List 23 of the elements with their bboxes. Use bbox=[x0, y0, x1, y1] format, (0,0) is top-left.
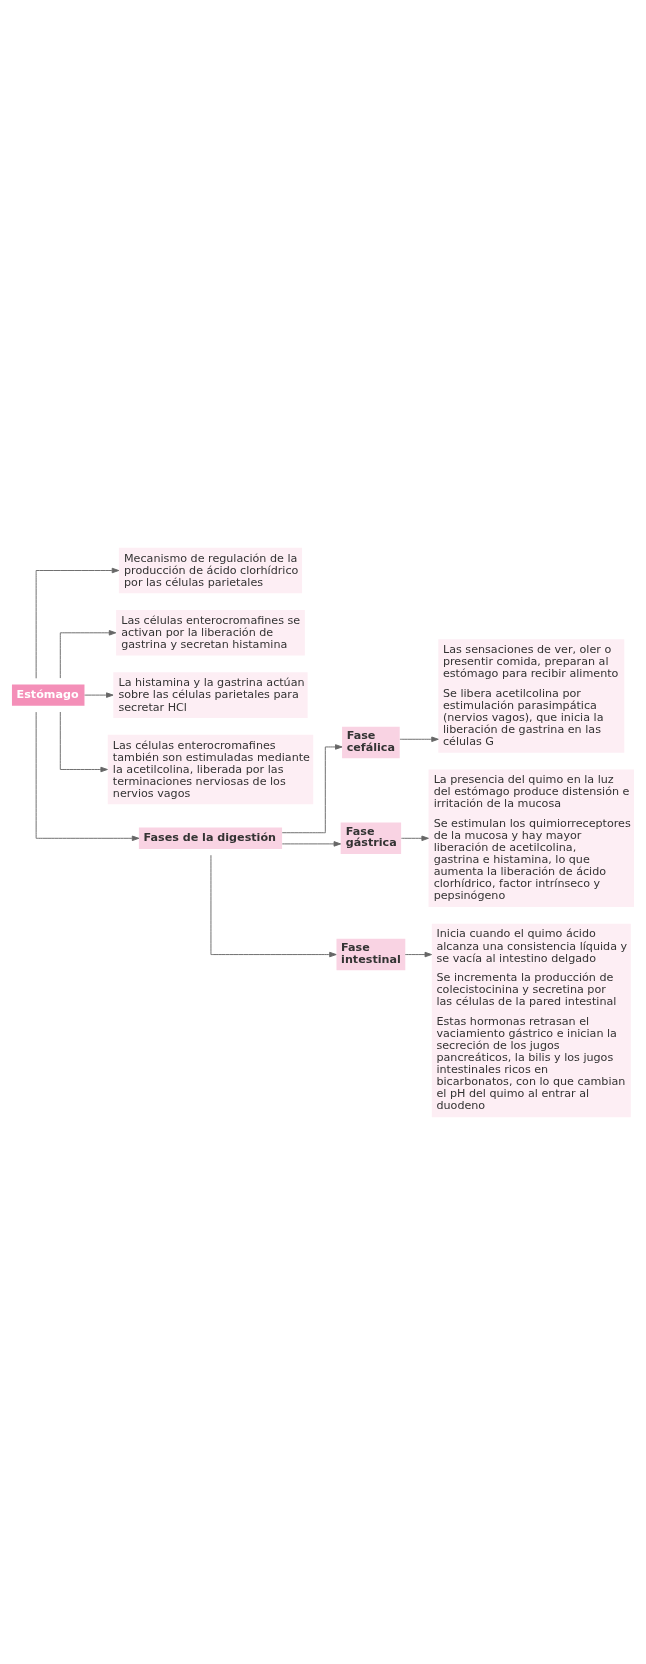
node-box: Las células enterocromafines se activan por la liberación de gastrina y secretan histamina bbox=[116, 609, 305, 656]
arrow bbox=[281, 840, 342, 847]
node-box: La presencia del quimo en la luz del estómago produce distensión e irritación de la mucosa Se estimulan los quimiorreceptores de la mucosa y hay mayor liberación de acetilcolina, gastrina e histamina, lo que aumenta la liberación de ácido clorhídrico, factor intrínseco y pepsinógeno bbox=[428, 769, 635, 907]
node-box: Las células enterocromafines también son estimuladas mediante la acetilcolina, liberada por las terminaciones nerviosas de los nervios vagos bbox=[107, 734, 314, 804]
arrow bbox=[59, 711, 108, 772]
node-box: Fase intestinal bbox=[336, 938, 406, 970]
arrow bbox=[35, 711, 140, 841]
arrow bbox=[84, 691, 114, 698]
node-box: Estómago bbox=[11, 683, 85, 706]
arrow bbox=[281, 743, 343, 833]
arrow bbox=[399, 736, 439, 742]
node-box: La histamina y la gastrina actúan sobre las células parietales para secretar HCl bbox=[113, 671, 308, 718]
node-box: Fase gástrica bbox=[340, 822, 402, 854]
arrow bbox=[59, 629, 117, 679]
arrow bbox=[35, 567, 120, 679]
node-box: Las sensaciones de ver, oler o presentir comida, preparan al estómago para recibir alimento Se libera acetilcolina por estimulación parasimpática (nervios vagos), que inicia la liberación de gastrina en las células G bbox=[438, 638, 625, 753]
arrow bbox=[400, 835, 429, 841]
node-box: Fases de la digestión bbox=[138, 827, 283, 849]
node-box: Fase cefálica bbox=[342, 726, 400, 758]
arrow bbox=[210, 854, 337, 957]
node-box: Mecanismo de regulación de la producción de ácido clorhídrico por las células parietales bbox=[118, 547, 303, 593]
arrow bbox=[404, 951, 432, 957]
node-box: Inicia cuando el quimo ácido alcanza una consistencia líquida y se vacía al intestino delgado Se incrementa la producción de colecistocinina y secretina por las células de la pared intestinal Estas hormonas retrasan el vaciamiento gástrico e inician la secreción de los jugos pancreáticos, la bilis y los jugos intestinales ricos en bicarbonatos, con lo que cambian el pH del quimo al entrar al duodeno bbox=[431, 923, 631, 1117]
